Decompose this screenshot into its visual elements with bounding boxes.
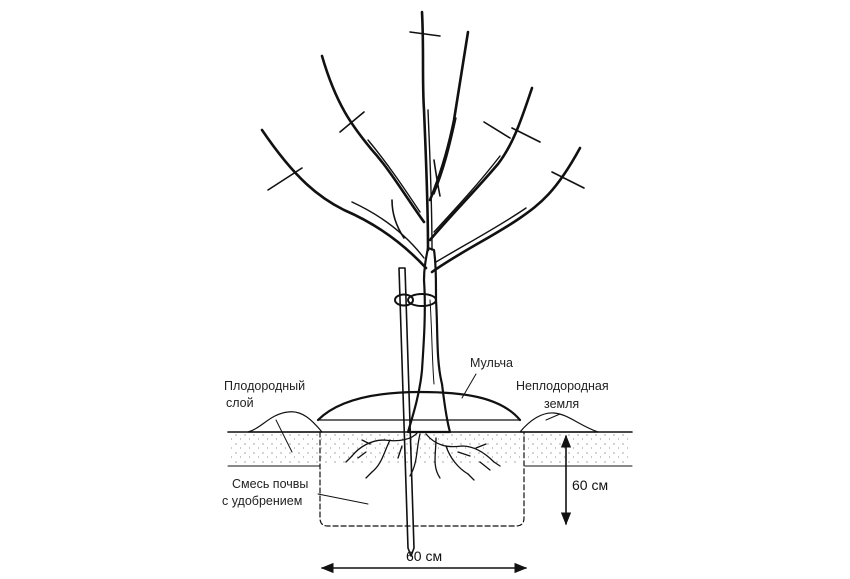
fertile-layer-mound: [247, 411, 323, 433]
planting-pit: [319, 431, 525, 527]
mulch-label-text: Мульча: [470, 356, 513, 370]
support-stake: [398, 267, 415, 557]
soil-mix-label: Смесь почвы с удобрением: [222, 477, 312, 508]
roots: [345, 431, 501, 481]
pruning-cut-marks: [267, 31, 585, 191]
width-label-text: 60 см: [406, 548, 442, 564]
fertile-layer-label-line-2: слой: [226, 396, 254, 410]
depth-label: 60 см: [572, 477, 608, 493]
infertile-soil-mound: [519, 412, 599, 433]
fertile-layer-label: Плодородный слой: [224, 379, 309, 410]
width-label: 60 см: [406, 548, 442, 564]
infertile-soil-label-line-1: Неплодородная: [516, 379, 609, 393]
depth-label-text: 60 см: [572, 477, 608, 493]
fertile-layer-label-line-1: Плодородный: [224, 379, 305, 393]
infertile-soil-label: Неплодородная земля: [516, 379, 612, 411]
mulch-label: Мульча: [470, 356, 513, 370]
mulch-layer: [316, 390, 522, 422]
ground: [227, 431, 633, 467]
soil-mix-label-line-1: Смесь почвы: [232, 477, 308, 491]
stake-tie: [394, 293, 437, 307]
soil-mix-label-line-2: с удобрением: [222, 494, 302, 508]
infertile-soil-label-line-2: земля: [544, 397, 579, 411]
tree-crown: [260, 10, 582, 274]
tree-trunk: [406, 246, 452, 434]
label-leaders: [275, 373, 561, 505]
